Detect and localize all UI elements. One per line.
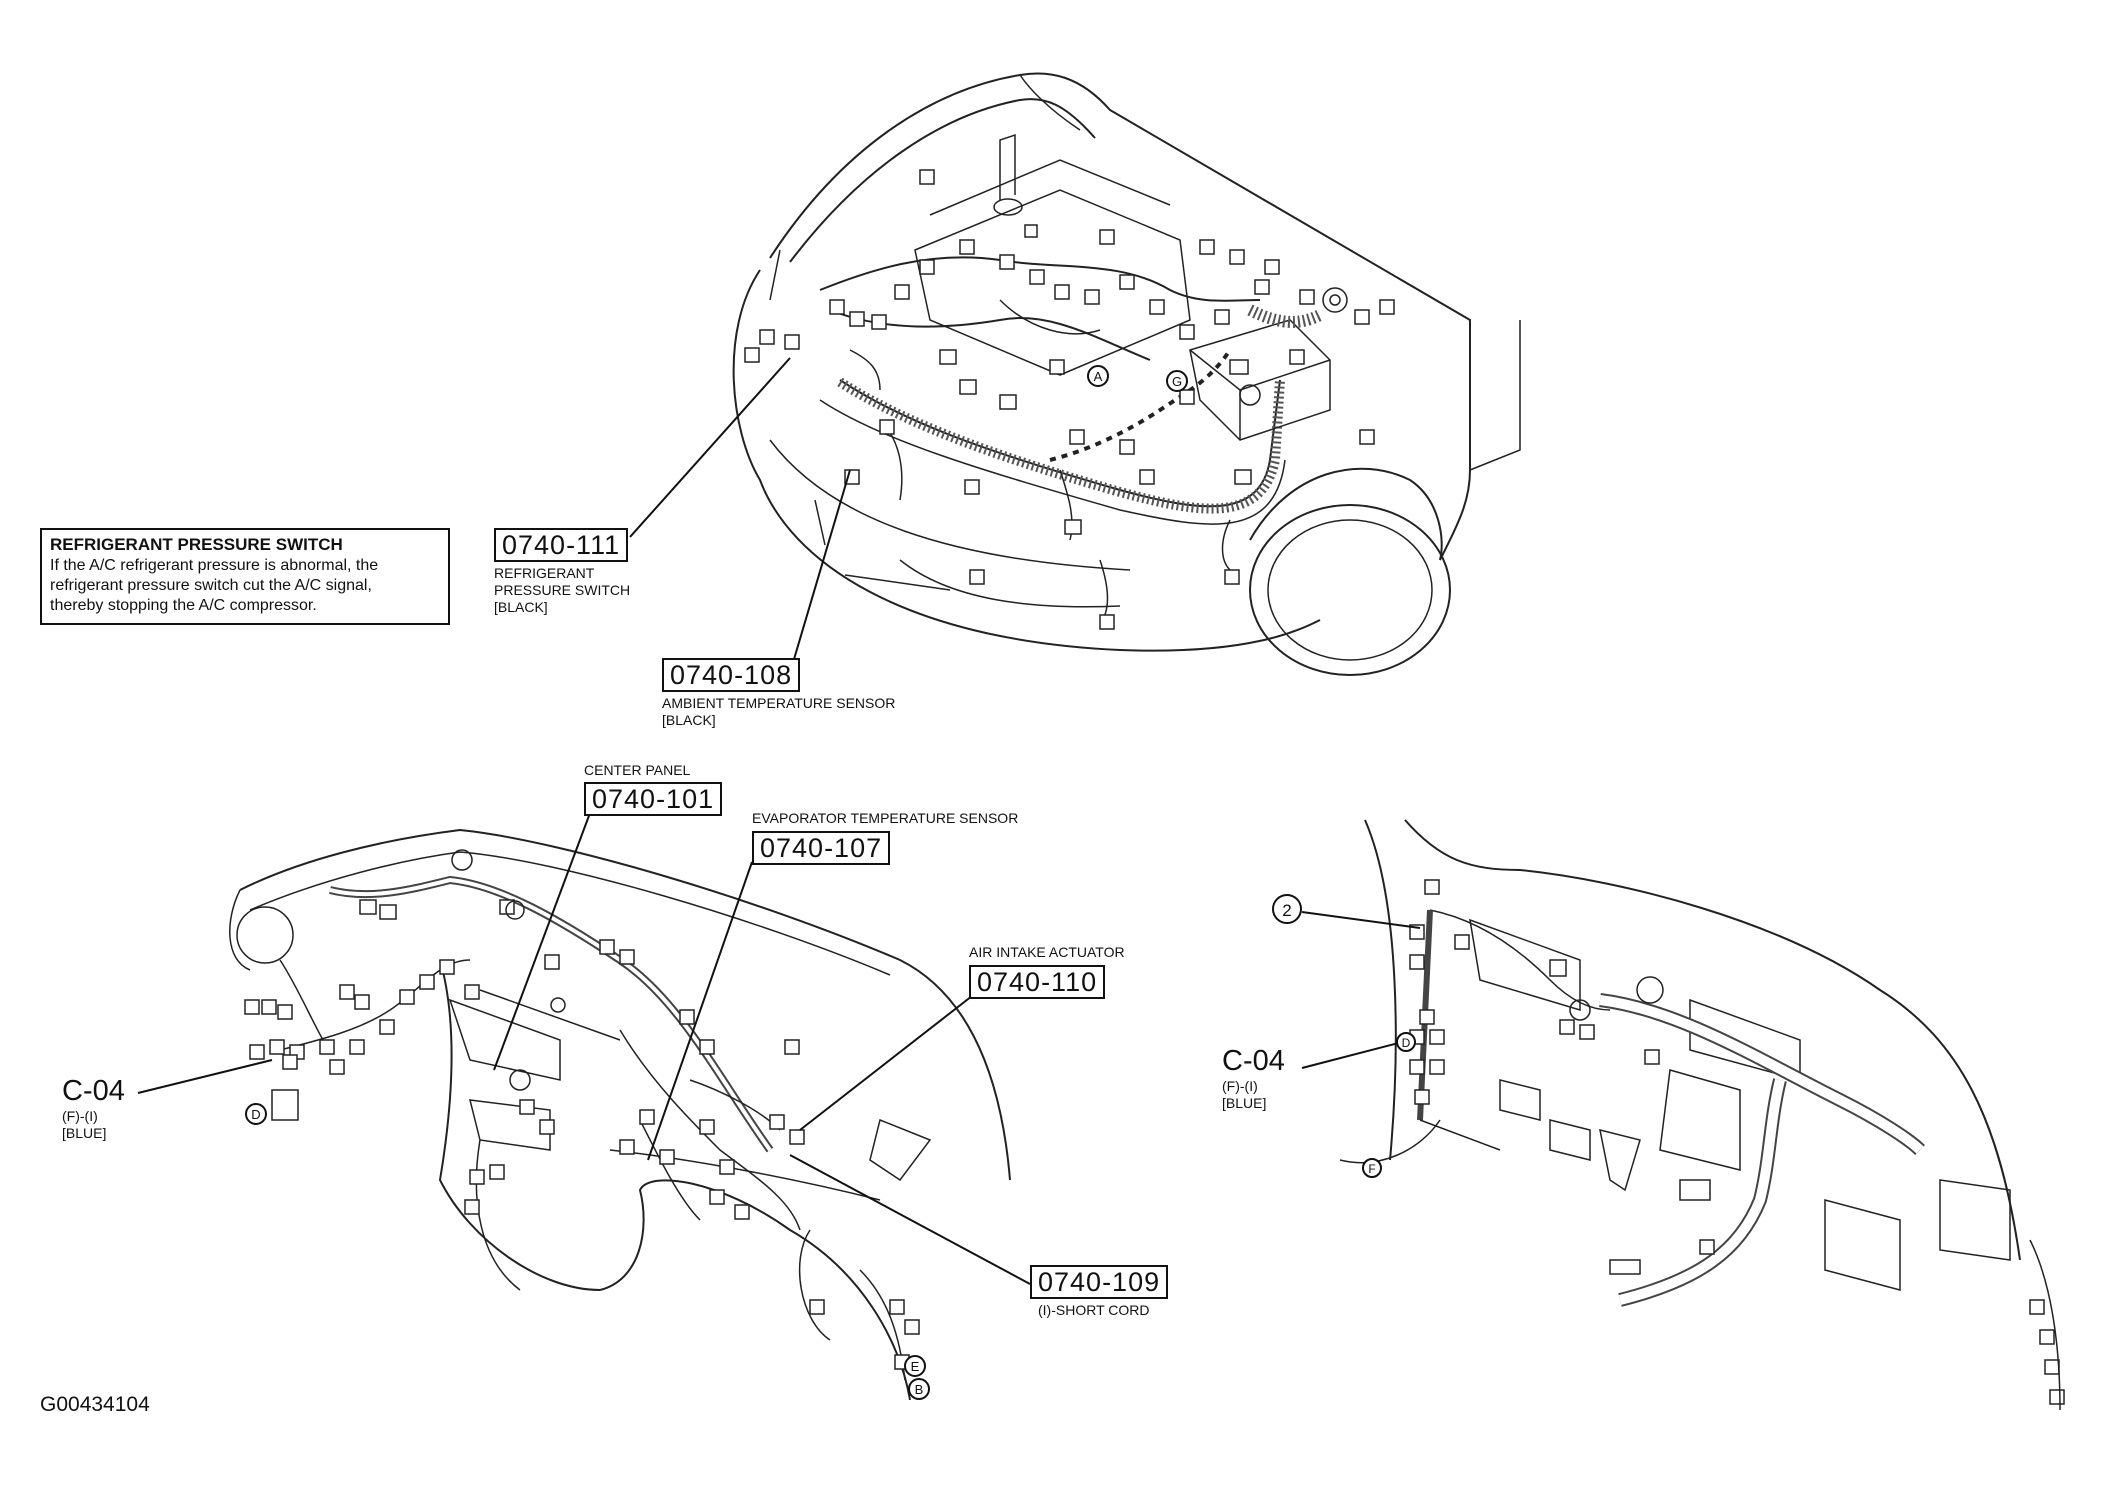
document-id: G00434104 [40, 1393, 150, 1416]
instrument-panel-rear-view-drawing [1339, 819, 2065, 1411]
connector-0740-111-desc-1: REFRIGERANT [494, 565, 595, 581]
ref-circle-d-left: D [245, 1103, 267, 1125]
note-title: REFRIGERANT PRESSURE SWITCH [50, 535, 343, 554]
note-line-3: thereby stopping the A/C compressor. [50, 597, 317, 614]
connector-0740-108-color: [BLACK] [662, 712, 716, 728]
engine-compartment-drawing [732, 72, 1521, 676]
connector-0740-110-header: AIR INTAKE ACTUATOR [969, 944, 1125, 960]
c04-right-code: C-04 [1222, 1045, 1285, 1077]
ref-circle-a: A [1087, 365, 1109, 387]
ref-circle-e: E [904, 1355, 926, 1377]
c04-right-desc: (F)-(I) [1222, 1078, 1258, 1094]
ref-circle-g: G [1166, 370, 1188, 392]
note-line-2: refrigerant pressure switch cut the A/C … [50, 577, 372, 594]
connector-0740-109-desc: (I)-SHORT CORD [1038, 1302, 1150, 1318]
leader-lines [137, 357, 1421, 1285]
refrigerant-pressure-switch-note: REFRIGERANT PRESSURE SWITCH If the A/C r… [40, 528, 450, 625]
c04-right-color: [BLUE] [1222, 1095, 1267, 1111]
c04-left-code: C-04 [62, 1075, 125, 1107]
connector-code-0740-107: 0740-107 [752, 831, 891, 865]
connector-0740-107-header: EVAPORATOR TEMPERATURE SENSOR [752, 810, 1019, 826]
connector-0740-101-header: CENTER PANEL [584, 762, 691, 778]
c04-left-color: [BLUE] [62, 1125, 107, 1141]
connector-code-0740-110: 0740-110 [969, 965, 1106, 999]
connector-code-0740-101: 0740-101 [584, 782, 723, 816]
ref-circle-b: B [908, 1378, 930, 1400]
connector-code-0740-108: 0740-108 [662, 658, 801, 692]
connector-0740-111-color: [BLACK] [494, 599, 548, 615]
instrument-panel-drawing [229, 828, 1011, 1401]
note-line-1: If the A/C refrigerant pressure is abnor… [50, 557, 379, 574]
c04-left-desc: (F)-(I) [62, 1108, 98, 1124]
ref-circle-d-right: D [1396, 1032, 1416, 1052]
connector-0740-111-desc-2: PRESSURE SWITCH [494, 582, 631, 598]
ref-circle-2: 2 [1272, 894, 1302, 924]
connector-code-0740-111: 0740-111 [494, 528, 629, 562]
connector-0740-108-desc: AMBIENT TEMPERATURE SENSOR [662, 695, 896, 711]
connector-code-0740-109: 0740-109 [1030, 1265, 1169, 1299]
ref-circle-f: F [1362, 1158, 1382, 1178]
